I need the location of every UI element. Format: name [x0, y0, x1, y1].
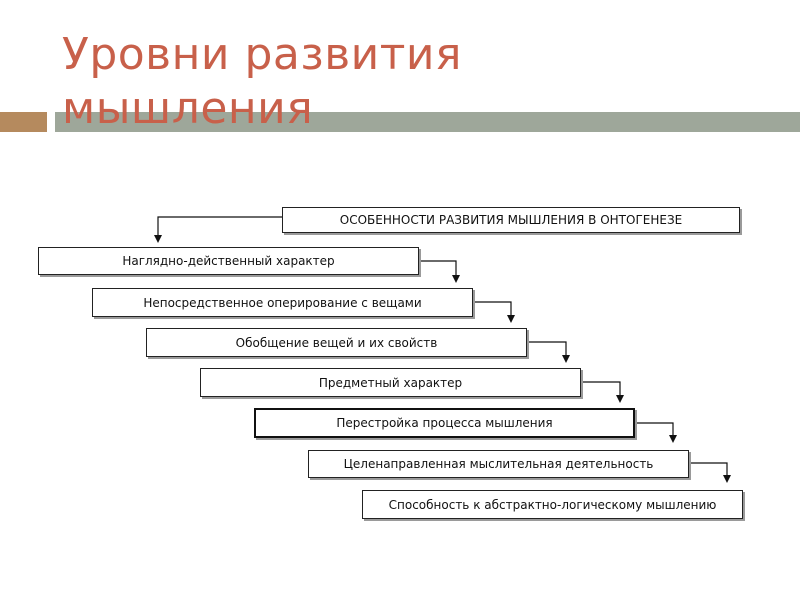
step-box: Предметный характер — [200, 368, 581, 397]
step-box: Наглядно-действенный характер — [38, 247, 419, 275]
diagram-header-box: ОСОБЕННОСТИ РАЗВИТИЯ МЫШЛЕНИЯ В ОНТОГЕНЕ… — [282, 207, 740, 233]
arrow-step-6-to-7 — [689, 462, 731, 483]
step-label: Наглядно-действенный характер — [122, 254, 335, 268]
step-label: Непосредственное оперирование с вещами — [143, 295, 422, 310]
step-box: Способность к абстрактно-логическому мыш… — [362, 490, 743, 519]
step-label: Целенаправленная мыслительная деятельнос… — [343, 457, 654, 471]
step-label: Обобщение вещей и их свойств — [235, 335, 438, 350]
arrow-step-3-to-4 — [527, 341, 570, 363]
step-box: Перестройка процесса мышления — [254, 408, 635, 438]
arrow-step-4-to-5 — [581, 381, 624, 403]
step-box: Обобщение вещей и их свойств — [146, 328, 527, 357]
arrow-header-to-step-1 — [154, 216, 282, 243]
step-label: Способность к абстрактно-логическому мыш… — [388, 497, 717, 512]
step-label: Предметный характер — [318, 375, 463, 390]
arrow-step-5-to-6 — [635, 422, 677, 443]
slide-title: Уровни развития мышления — [62, 29, 462, 134]
diagram-header-label: ОСОБЕННОСТИ РАЗВИТИЯ МЫШЛЕНИЯ В ОНТОГЕНЕ… — [339, 213, 683, 227]
step-box: Целенаправленная мыслительная деятельнос… — [308, 450, 689, 478]
arrow-step-2-to-3 — [473, 301, 515, 323]
accent-bar-right — [55, 112, 800, 132]
accent-bar-left — [0, 112, 47, 132]
arrow-step-1-to-2 — [419, 260, 460, 283]
step-box: Непосредственное оперирование с вещами — [92, 288, 473, 317]
step-label: Перестройка процесса мышления — [336, 416, 553, 430]
